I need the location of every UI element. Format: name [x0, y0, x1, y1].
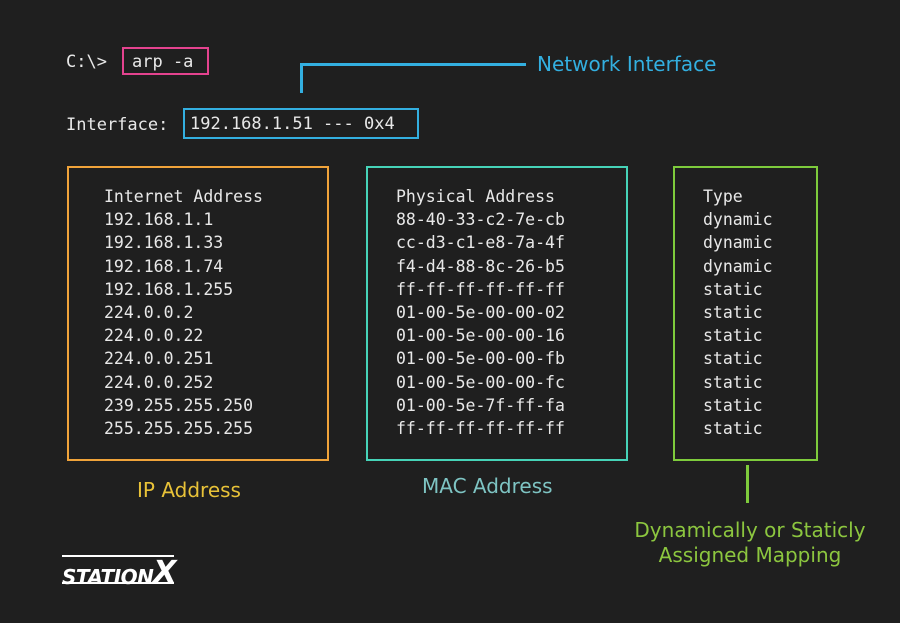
- mac-column-header: Physical Address: [396, 187, 555, 206]
- ip-address-cell: 224.0.0.251: [104, 349, 214, 369]
- mac-address-cell: ff-ff-ff-ff-ff-ff: [396, 419, 565, 439]
- type-label-line2: Assigned Mapping: [658, 543, 842, 567]
- interface-label: Interface:: [66, 115, 169, 135]
- type-cell: dynamic: [703, 256, 773, 276]
- ip-address-cell: 239.255.255.250: [104, 395, 254, 415]
- logo-bottom-bar: [62, 582, 174, 584]
- command-text: arp -a: [132, 52, 194, 72]
- type-column-header: Type: [703, 187, 743, 206]
- stationx-logo: STATIONX: [62, 555, 177, 590]
- ip-column-header: Internet Address: [104, 187, 263, 206]
- mac-address-cell: 01-00-5e-00-00-fc: [396, 372, 565, 392]
- logo-text: STATION: [62, 565, 154, 589]
- type-cell: static: [703, 303, 763, 323]
- ip-address-cell: 192.168.1.33: [104, 233, 224, 253]
- type-mapping-label: Dynamically or Staticly Assigned Mapping: [620, 518, 880, 568]
- type-cell: static: [703, 349, 763, 369]
- mac-column-box: [366, 166, 628, 461]
- mac-address-cell: f4-d4-88-8c-26-b5: [396, 256, 565, 276]
- type-label-line1: Dynamically or Staticly: [634, 518, 866, 542]
- mac-address-cell: 88-40-33-c2-7e-cb: [396, 210, 565, 230]
- type-cell: static: [703, 326, 763, 346]
- ip-address-cell: 192.168.1.255: [104, 279, 234, 299]
- type-cell: static: [703, 419, 763, 439]
- mac-address-cell: 01-00-5e-00-00-02: [396, 303, 565, 323]
- interface-highlight-box: [183, 108, 419, 139]
- mac-address-cell: cc-d3-c1-e8-7a-4f: [396, 233, 565, 253]
- mac-address-cell: 01-00-5e-7f-ff-fa: [396, 395, 565, 415]
- mac-address-cell: 01-00-5e-00-00-16: [396, 326, 565, 346]
- ip-address-cell: 224.0.0.2: [104, 303, 194, 323]
- prompt: C:\>: [66, 52, 107, 72]
- type-cell: static: [703, 372, 763, 392]
- network-interface-label: Network Interface: [537, 52, 717, 76]
- ip-address-cell: 224.0.0.22: [104, 326, 204, 346]
- ip-address-label: IP Address: [137, 478, 241, 502]
- network-interface-connector-vertical: [300, 63, 303, 93]
- ip-address-cell: 224.0.0.252: [104, 372, 214, 392]
- logo-top-bar: [62, 555, 174, 557]
- ip-column-box: [67, 166, 329, 461]
- type-connector: [746, 465, 749, 503]
- type-cell: static: [703, 279, 763, 299]
- logo-x: X: [153, 555, 177, 590]
- mac-address-cell: 01-00-5e-00-00-fb: [396, 349, 565, 369]
- interface-value: 192.168.1.51 --- 0x4: [190, 114, 395, 134]
- ip-address-cell: 255.255.255.255: [104, 419, 254, 439]
- command-highlight-box: [122, 47, 209, 75]
- type-column: Type dynamic dynamic dynamic static static st…: [703, 185, 773, 440]
- network-interface-connector-horizontal: [300, 63, 526, 66]
- type-cell: dynamic: [703, 233, 773, 253]
- mac-address-cell: ff-ff-ff-ff-ff-ff: [396, 279, 565, 299]
- ip-column: Internet Address 192.168.1.1 192.168.1.33…: [104, 185, 263, 440]
- mac-column: Physical Address 88-40-33-c2-7e-cb cc-d3-…: [396, 185, 565, 440]
- ip-address-cell: 192.168.1.1: [104, 210, 214, 230]
- type-cell: static: [703, 395, 763, 415]
- type-cell: dynamic: [703, 210, 773, 230]
- ip-address-cell: 192.168.1.74: [104, 256, 224, 276]
- type-column-box: [673, 166, 818, 461]
- mac-address-label: MAC Address: [422, 474, 553, 498]
